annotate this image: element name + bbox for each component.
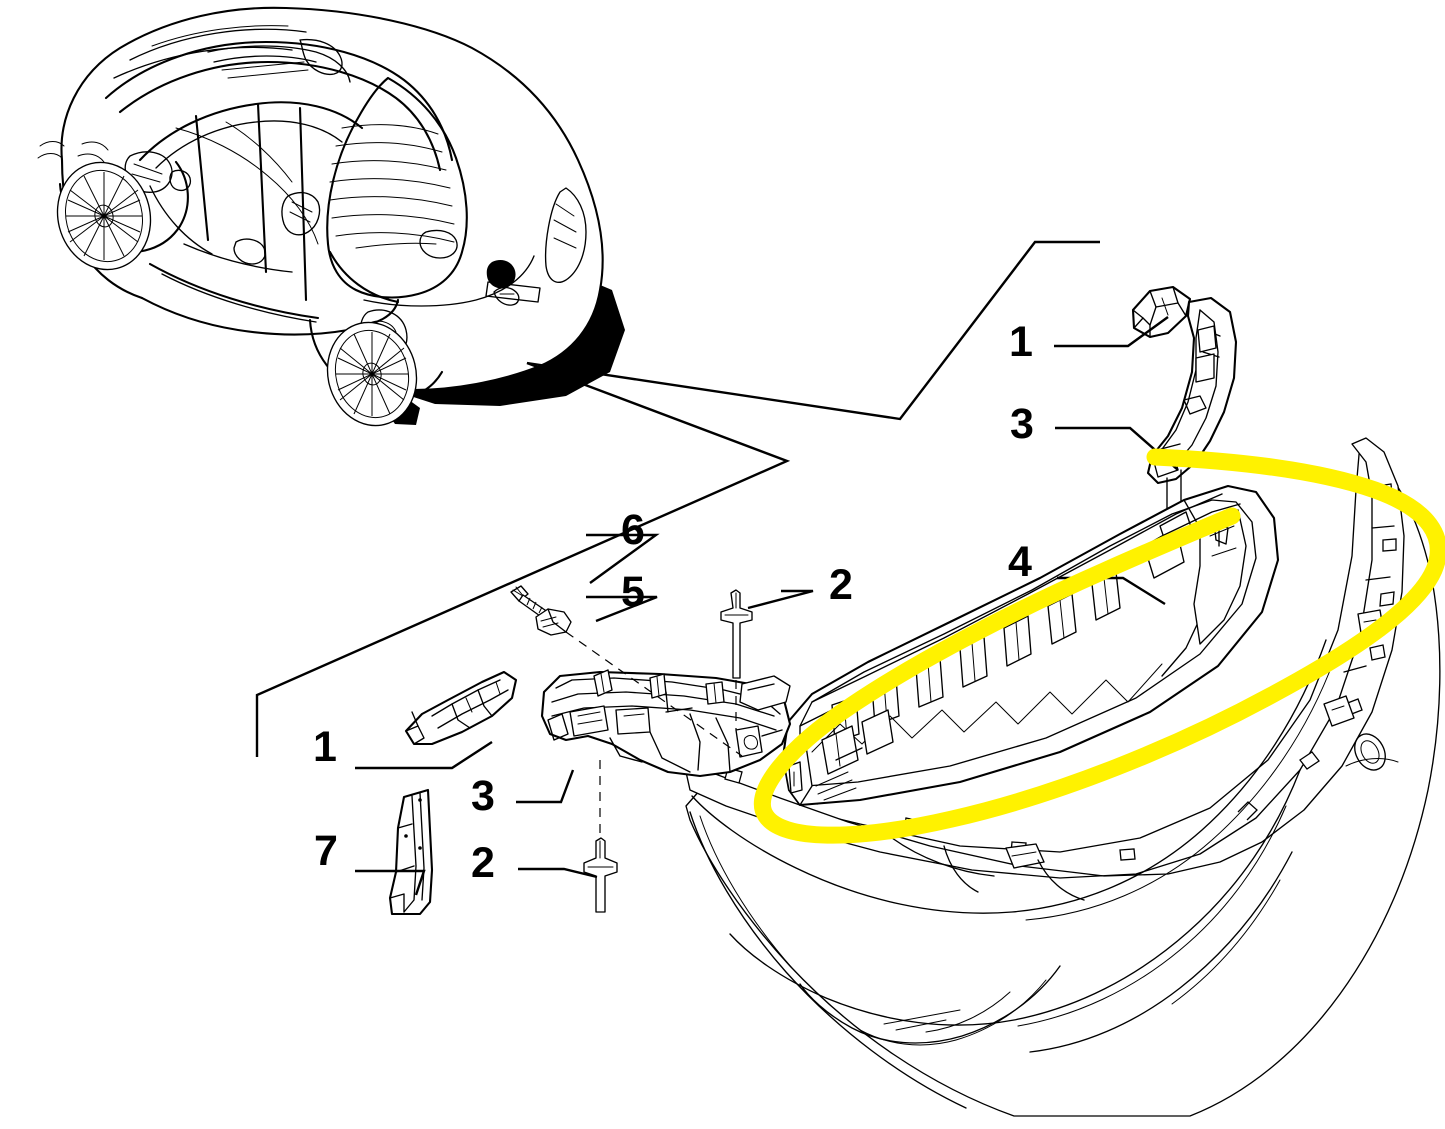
part-2-push-pin-rivet-lower — [583, 837, 618, 913]
callout-1-left: 1 — [313, 723, 337, 771]
part-3-bumper-side-bracket-left — [540, 669, 792, 778]
yellow-highlight-ellipse — [753, 448, 1445, 844]
main-leader-bracket — [255, 240, 1100, 757]
part-1-bumper-side-clip-right — [1131, 285, 1192, 339]
callout-5: 5 — [621, 568, 645, 616]
callout-2-upper: 2 — [829, 561, 853, 609]
callout-4: 4 — [1008, 538, 1032, 586]
assembly-axis-screw — [565, 631, 743, 757]
rear-wheel — [326, 321, 418, 427]
part-3-bumper-side-bracket-right — [1146, 296, 1238, 513]
front-wheel — [56, 161, 152, 271]
callout-1-right: 1 — [1009, 318, 1033, 366]
part-2-push-pin-rivet-upper — [720, 589, 753, 679]
vehicle-illustration — [37, 6, 625, 427]
callout-3-left: 3 — [471, 772, 495, 820]
part-5-spacer-bush — [535, 608, 572, 636]
callout-7: 7 — [314, 827, 338, 875]
rear-bumper-cover — [685, 437, 1441, 1117]
callout-2-lower: 2 — [471, 839, 495, 887]
part-1-bumper-side-clip-left — [404, 670, 518, 746]
callout-3-right: 3 — [1010, 400, 1034, 448]
part-7-reinforcement-bracket — [388, 788, 434, 916]
callout-6: 6 — [621, 506, 645, 554]
